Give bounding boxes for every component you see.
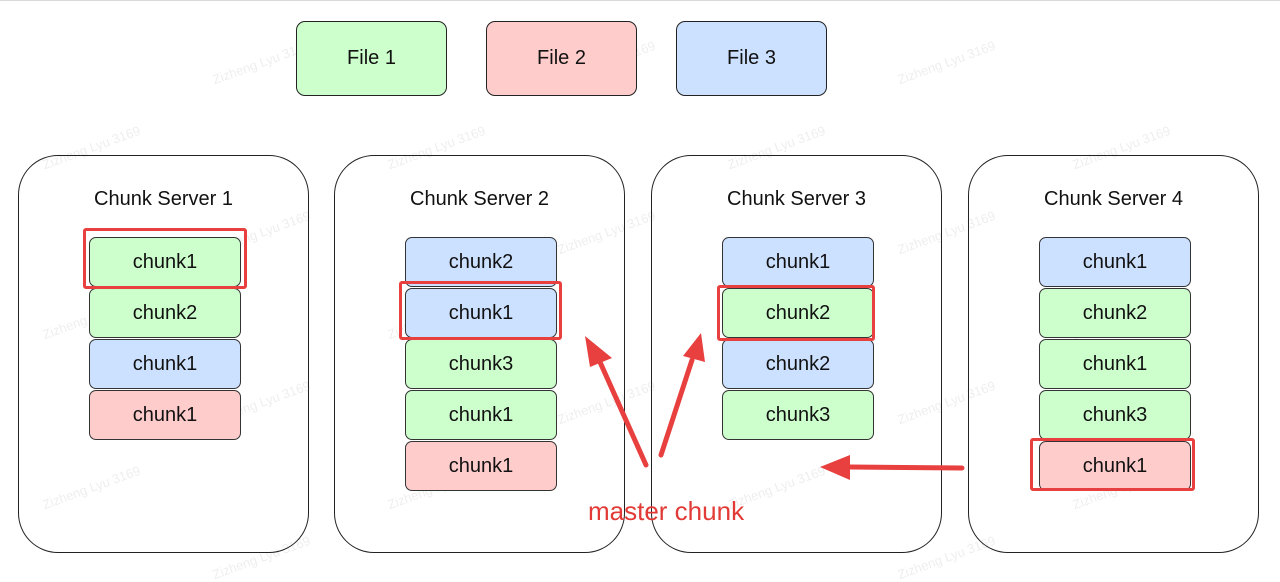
file-1-box: File 1 xyxy=(296,21,447,96)
chunk: chunk2 xyxy=(722,339,874,389)
chunk: chunk1 xyxy=(405,288,557,338)
file-3-box: File 3 xyxy=(676,21,827,96)
server-title: Chunk Server 1 xyxy=(94,188,233,210)
chunk: chunk1 xyxy=(89,339,241,389)
chunk: chunk3 xyxy=(1039,390,1191,440)
chunk-server-2: Chunk Server 2 chunk2 chunk1 chunk3 chun… xyxy=(334,155,625,553)
file-1-label: File 1 xyxy=(347,47,396,69)
master-chunk-label: master chunk xyxy=(588,496,745,526)
arrow-to-server-2-master xyxy=(597,359,649,468)
file-3-label: File 3 xyxy=(727,47,776,69)
server-title: Chunk Server 2 xyxy=(410,188,549,210)
chunk: chunk1 xyxy=(405,390,557,440)
chunk: chunk1 xyxy=(89,390,241,440)
chunk: chunk3 xyxy=(405,339,557,389)
chunk: chunk3 xyxy=(722,390,874,440)
arrowhead xyxy=(820,455,850,480)
chunk: chunk1 xyxy=(722,237,874,287)
server-title: Chunk Server 4 xyxy=(1044,188,1183,210)
chunk: chunk1 xyxy=(1039,339,1191,389)
server-title: Chunk Server 3 xyxy=(727,188,866,210)
arrowhead xyxy=(683,333,705,362)
chunk: chunk2 xyxy=(722,288,874,338)
file-2-label: File 2 xyxy=(537,47,586,69)
chunk: chunk1 xyxy=(1039,237,1191,287)
chunk: chunk1 xyxy=(405,441,557,491)
chunk: chunk1 xyxy=(89,237,241,287)
arrow-to-server-3-master xyxy=(658,357,695,458)
file-2-box: File 2 xyxy=(486,21,637,96)
chunk-server-4: Chunk Server 4 chunk1 chunk2 chunk1 chun… xyxy=(968,155,1259,553)
chunk: chunk1 xyxy=(1039,441,1191,491)
chunk-server-3: Chunk Server 3 chunk1 chunk2 chunk2 chun… xyxy=(651,155,942,553)
top-divider xyxy=(0,0,1280,1)
arrowhead xyxy=(585,336,612,367)
chunk: chunk2 xyxy=(1039,288,1191,338)
chunk: chunk2 xyxy=(405,237,557,287)
arrow-from-server-4-master xyxy=(847,464,965,471)
chunk-server-1: Chunk Server 1 chunk1 chunk2 chunk1 chun… xyxy=(18,155,309,553)
